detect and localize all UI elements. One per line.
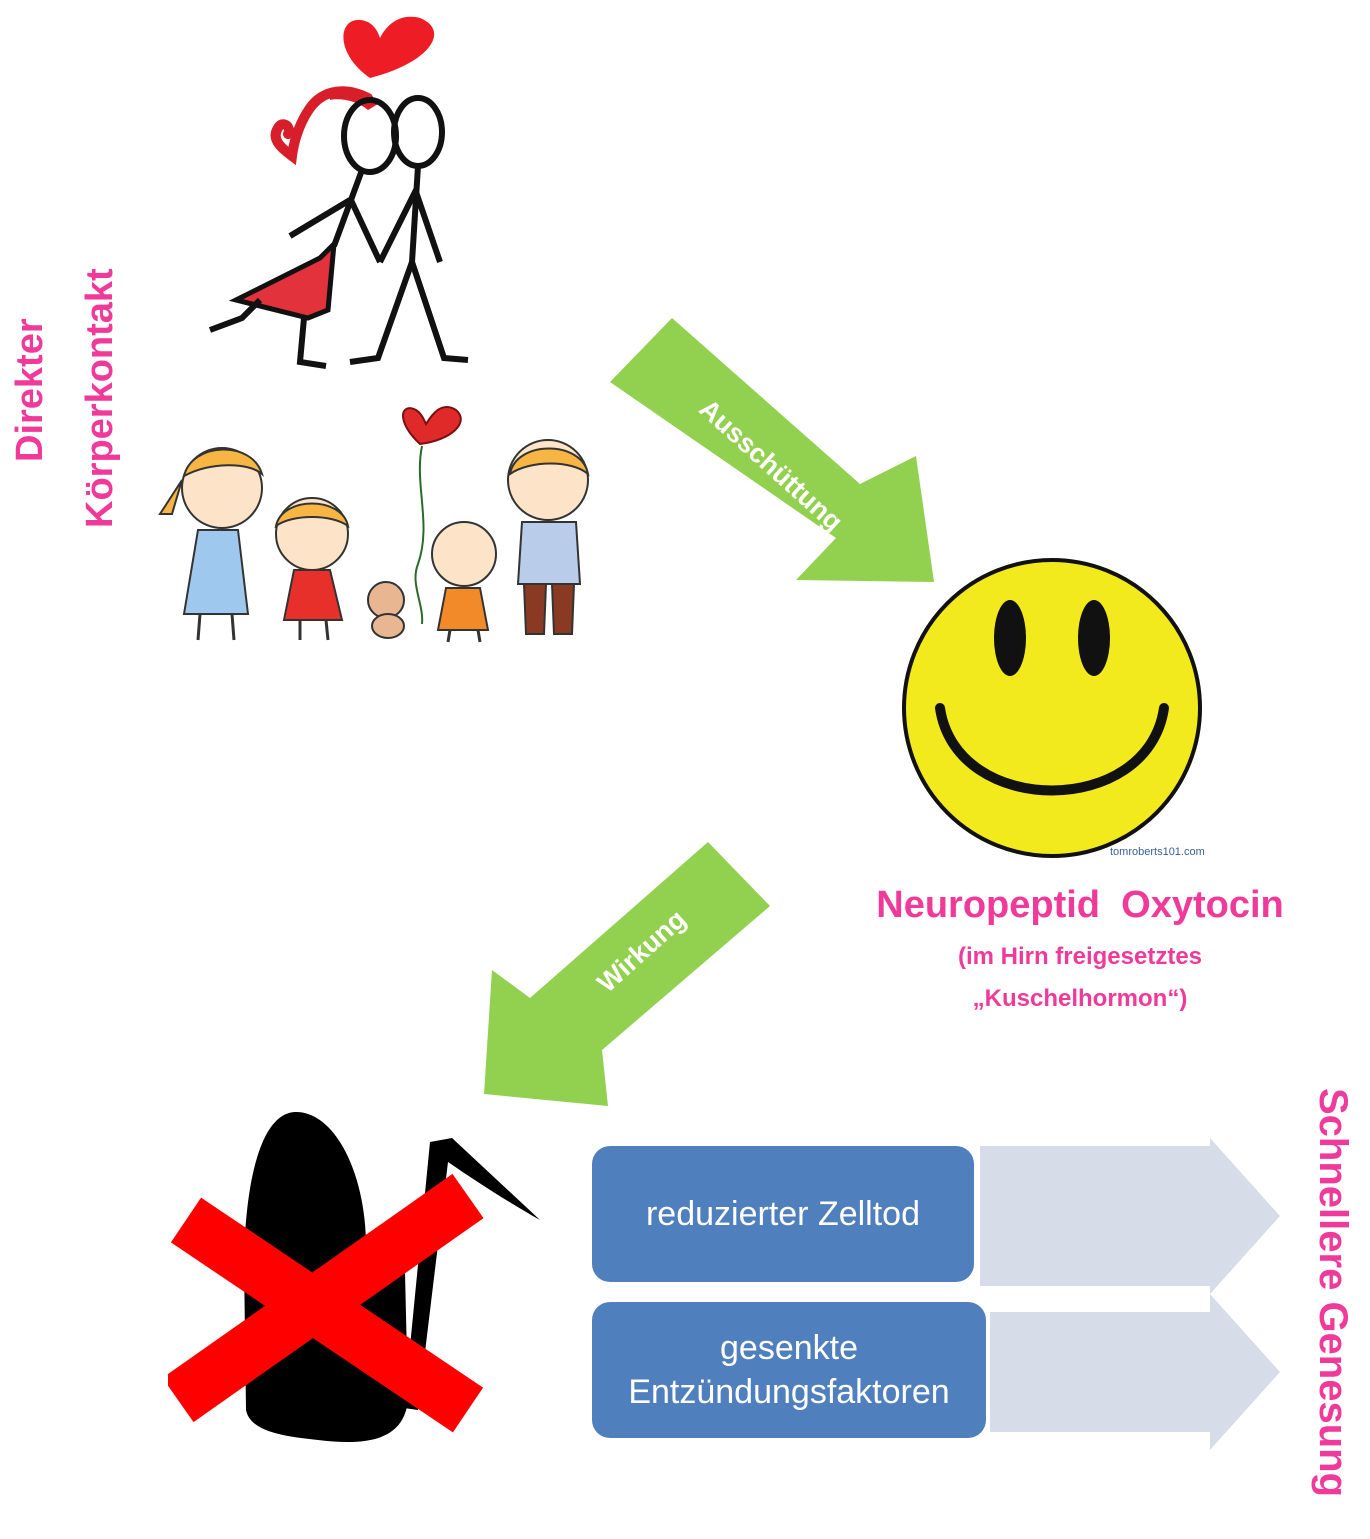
arrow-wirkung	[484, 842, 770, 1106]
couple-illustration	[208, 16, 469, 369]
family-illustration	[158, 406, 590, 643]
effect-box-entzuendung: gesenkte Entzündungsfaktoren	[592, 1302, 986, 1438]
effect-box-zelltod: reduzierter Zelltod	[592, 1146, 974, 1282]
result-label: Schnellere Genesung	[1311, 1088, 1355, 1498]
effect-label-entzuendung-line1: gesenkte	[720, 1329, 858, 1367]
chevron-arrow-1	[980, 1138, 1280, 1294]
oxytocin-subtitle-line1: (im Hirn freigesetztes	[957, 943, 1203, 970]
smiley-icon	[902, 558, 1202, 858]
effect-label-zelltod: reduzierter Zelltod	[645, 1195, 920, 1233]
oxytocin-title: Neuropeptid Oxytocin	[876, 884, 1284, 926]
effect-label-entzuendung-line2: Entzündungsfaktoren	[628, 1373, 950, 1411]
left-label-line2: Körperkontakt	[79, 268, 121, 528]
oxytocin-subtitle-line2: „Kuschelhormon“)	[972, 985, 1188, 1012]
crossed-out-reaper-icon	[168, 1112, 540, 1442]
chevron-arrow-2	[990, 1294, 1280, 1450]
smiley-credit: tomroberts101.com	[1110, 846, 1205, 858]
arrow-ausschuettung	[610, 318, 934, 582]
left-label-line1: Direkter	[9, 318, 51, 462]
